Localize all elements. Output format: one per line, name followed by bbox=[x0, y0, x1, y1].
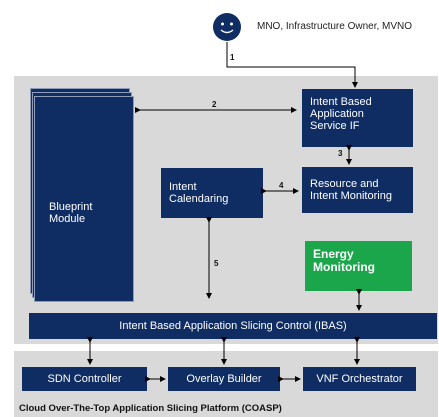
overlay-builder-module[interactable]: Overlay Builder bbox=[168, 367, 280, 391]
ibas-label: Intent Based Application Slicing Control… bbox=[119, 320, 347, 332]
resource-monitoring-label: Resource and Intent Monitoring bbox=[310, 178, 392, 202]
sdn-controller-label: SDN Controller bbox=[47, 373, 122, 385]
flow-3-number: 3 bbox=[338, 149, 343, 158]
blueprint-module-label: Blueprint Module bbox=[49, 201, 93, 225]
energy-monitoring-label: Energy Monitoring bbox=[313, 247, 375, 274]
flow-4-number: 4 bbox=[279, 181, 284, 190]
intent-calendaring-module[interactable]: Intent Calendaring bbox=[161, 168, 263, 218]
intent-calendaring-label: Intent Calendaring bbox=[169, 181, 229, 205]
energy-monitoring-module[interactable]: Energy Monitoring bbox=[305, 241, 412, 291]
ibas-module[interactable]: Intent Based Application Slicing Control… bbox=[29, 313, 437, 339]
actor-label: MNO, Infrastructure Owner, MVNO bbox=[257, 21, 413, 32]
sdn-controller-module[interactable]: SDN Controller bbox=[22, 367, 147, 391]
flow-1-number: 1 bbox=[230, 53, 235, 62]
flow-5-number: 5 bbox=[214, 259, 219, 268]
overlay-builder-label: Overlay Builder bbox=[186, 373, 262, 385]
resource-monitoring-module[interactable]: Resource and Intent Monitoring bbox=[302, 167, 413, 213]
flow-2-number: 2 bbox=[212, 100, 217, 109]
user-icon bbox=[213, 13, 241, 41]
vnf-orchestrator-label: VNF Orchestrator bbox=[316, 373, 403, 385]
intent-service-if-module[interactable]: Intent Based Application Service IF bbox=[302, 89, 413, 147]
platform-caption: Cloud Over-The-Top Application Slicing P… bbox=[19, 403, 282, 414]
intent-service-if-label: Intent Based Application Service IF bbox=[310, 96, 372, 132]
blueprint-module[interactable]: Blueprint Module bbox=[34, 96, 134, 302]
vnf-orchestrator-module[interactable]: VNF Orchestrator bbox=[303, 367, 416, 391]
